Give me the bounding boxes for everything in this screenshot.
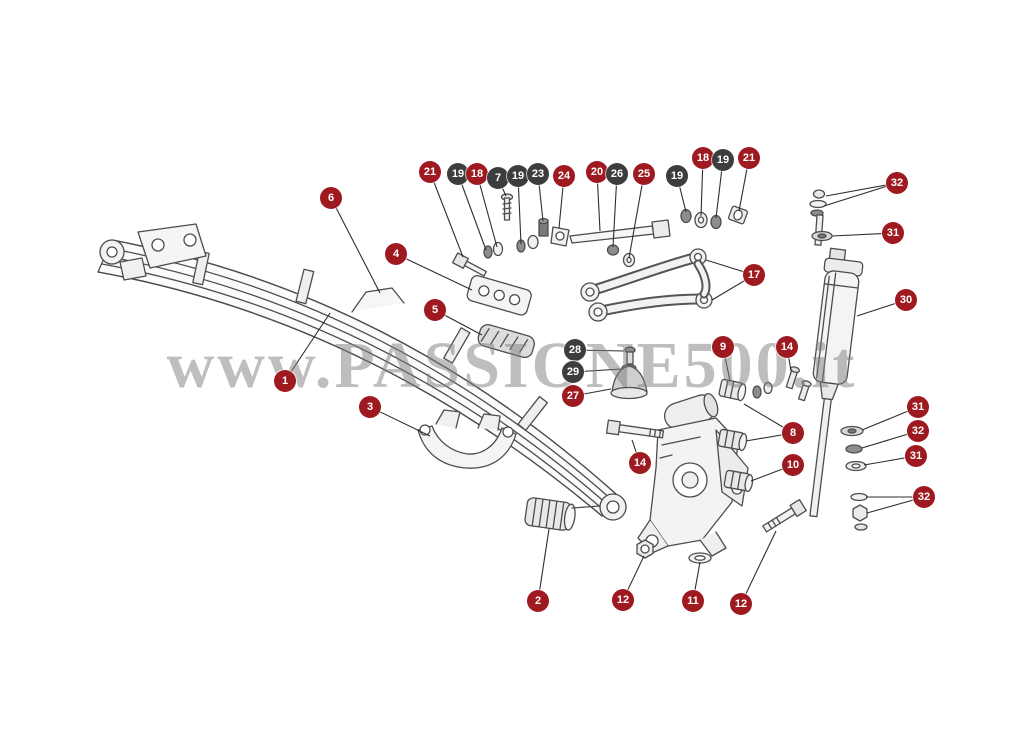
callout-7: 7 — [487, 167, 509, 189]
kingpin-bushings — [718, 366, 812, 402]
callout-10: 10 — [782, 454, 804, 476]
callout-8: 8 — [782, 422, 804, 444]
spring-bracket — [417, 409, 517, 469]
callout-23: 23 — [527, 163, 549, 185]
callout-17: 17 — [743, 264, 765, 286]
callout-12: 12 — [612, 589, 634, 611]
callout-21: 21 — [738, 147, 760, 169]
callout-32: 32 — [886, 172, 908, 194]
callout-31: 31 — [882, 222, 904, 244]
callout-32: 32 — [913, 486, 935, 508]
callout-12: 12 — [730, 593, 752, 615]
bump-stop — [610, 346, 648, 400]
callout-25: 25 — [633, 163, 655, 185]
callout-19: 19 — [507, 165, 529, 187]
callout-1: 1 — [274, 370, 296, 392]
callout-5: 5 — [424, 299, 446, 321]
callout-31: 31 — [905, 445, 927, 467]
callout-19: 19 — [447, 163, 469, 185]
callout-21: 21 — [419, 161, 441, 183]
callout-27: 27 — [562, 385, 584, 407]
callout-14: 14 — [629, 452, 651, 474]
callout-26: 26 — [606, 163, 628, 185]
nut-12 — [636, 539, 654, 559]
shock-absorber — [809, 189, 868, 531]
callout-32: 32 — [907, 420, 929, 442]
callout-4: 4 — [385, 243, 407, 265]
callout-11: 11 — [682, 590, 704, 612]
callout-3: 3 — [359, 396, 381, 418]
callout-31: 31 — [907, 396, 929, 418]
bolt-14 — [605, 419, 665, 439]
spring-pad-upper — [466, 275, 532, 316]
spring-eye-bushing — [524, 497, 576, 531]
leaf-spring — [97, 223, 627, 521]
callout-9: 9 — [712, 336, 734, 358]
callout-6: 6 — [320, 187, 342, 209]
callout-29: 29 — [562, 361, 584, 383]
steering-knuckle — [637, 392, 749, 557]
callout-24: 24 — [553, 165, 575, 187]
callout-18: 18 — [692, 147, 714, 169]
bushing-10 — [723, 469, 754, 493]
callout-18: 18 — [466, 163, 488, 185]
callout-28: 28 — [564, 339, 586, 361]
steering-arms — [580, 248, 713, 322]
top-linkage — [451, 193, 748, 277]
callout-19: 19 — [712, 149, 734, 171]
callout-2: 2 — [527, 590, 549, 612]
bolt-12 — [762, 498, 807, 533]
callout-20: 20 — [586, 161, 608, 183]
callout-19: 19 — [666, 165, 688, 187]
callout-30: 30 — [895, 289, 917, 311]
bushing-8 — [717, 428, 748, 452]
callout-14: 14 — [776, 336, 798, 358]
